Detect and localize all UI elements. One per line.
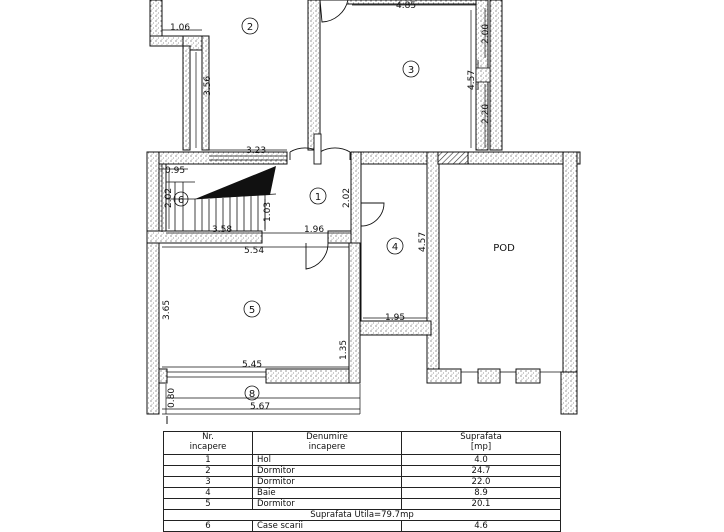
header-area-line2: [mp] [470,442,492,452]
dim-4-57-lower: 4.57 [418,232,428,252]
room-1-number: 1 [315,192,321,203]
row-name: Hol [252,454,402,466]
row-nr: 2 [163,465,253,477]
dim-2-02-left: 2.02 [164,188,174,208]
row-area: 20.1 [401,498,561,510]
summary-row: Suprafata Utila=79.7mp [163,509,561,521]
doors [289,0,385,270]
dim-0-95: 0.95 [165,166,185,176]
header-nr: Nr.incapere [163,431,253,455]
dim-5-67: 5.67 [250,402,270,412]
row-name: Dormitor [252,498,402,510]
dim-0-80: 0.80 [167,388,177,408]
room-5-number: 5 [249,305,255,316]
table-row: 4 Baie 8.9 [163,487,561,499]
header-name-line2: incapere [308,442,346,452]
room-labels [173,17,420,401]
table-row: 2 Dormitor 24.7 [163,465,561,477]
table-body: 1 Hol 4.0 2 Dormitor 24.7 3 Dormitor 22.… [163,454,561,532]
dim-1-35: 1.35 [339,340,349,360]
chimney-hatch [437,151,469,165]
header-area: Suprafata[mp] [401,431,561,455]
header-nr-line1: Nr. [202,432,214,442]
row-area: 8.9 [401,487,561,499]
walls [146,0,581,415]
row-name: Case scarii [252,520,402,532]
dim-3-56: 3.56 [203,76,213,96]
dim-4-85: 4.85 [396,1,416,11]
table-row: 6 Case scarii 4.6 [163,520,561,532]
dim-4-57-upper: 4.57 [467,70,477,90]
dim-2-20: 2.20 [481,104,491,124]
row-nr: 6 [163,520,253,532]
dim-5-54: 5.54 [244,246,264,256]
pod-label: POD [493,243,515,254]
row-nr: 1 [163,454,253,466]
row-name: Dormitor [252,476,402,488]
row-nr: 4 [163,487,253,499]
dimension-lines [158,4,486,415]
dim-3-23: 3.23 [246,146,266,156]
dim-2-00: 2.00 [481,24,491,44]
row-area: 22.0 [401,476,561,488]
room-8-number: 8 [249,389,255,400]
row-area: 4.6 [401,520,561,532]
table-row: 3 Dormitor 22.0 [163,476,561,488]
row-name: Dormitor [252,465,402,477]
header-area-line1: Suprafata [460,432,502,442]
room-6-number: 6 [178,195,184,206]
row-nr: 5 [163,498,253,510]
dim-1-06: 1.06 [170,23,190,33]
room-3-number: 3 [408,65,414,76]
dim-5-45: 5.45 [242,360,262,370]
dim-1-03: 1.03 [263,202,273,222]
useful-area-total: Suprafata Utila=79.7mp [163,509,561,521]
row-area: 24.7 [401,465,561,477]
dim-2-02-right: 2.02 [342,188,352,208]
header-name-line1: Denumire [306,432,348,442]
room-4-number: 4 [392,242,398,253]
dim-3-58: 3.58 [212,225,232,235]
table-row: 5 Dormitor 20.1 [163,498,561,510]
row-area: 4.0 [401,454,561,466]
row-name: Baie [252,487,402,499]
dim-1-96: 1.96 [304,225,324,235]
windows [161,60,561,378]
row-nr: 3 [163,476,253,488]
room-2-number: 2 [247,22,253,33]
dim-1-95: 1.95 [385,313,405,323]
header-nr-line2: incapere [189,442,227,452]
dim-3-65: 3.65 [162,300,172,320]
stair-arrow [195,166,276,199]
table-row: 1 Hol 4.0 [163,454,561,466]
